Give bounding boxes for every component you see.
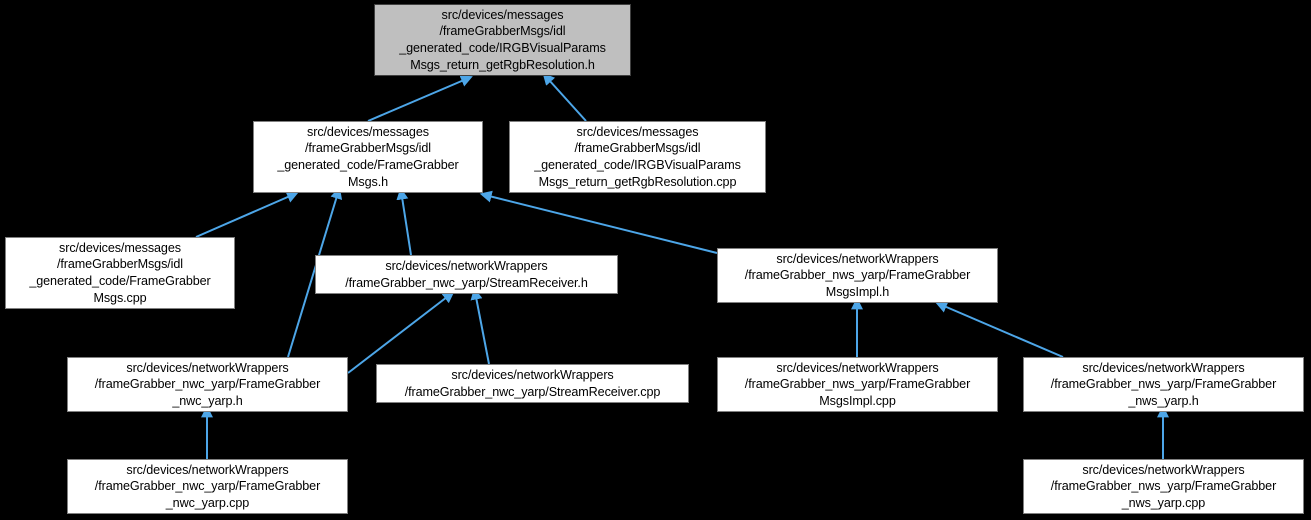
graph-node-label: src/devices/networkWrappers /frameGrabbe…	[404, 367, 661, 399]
graph-node-label: src/devices/networkWrappers /frameGrabbe…	[1050, 462, 1277, 510]
graph-edge-msgs_h-to-root	[367, 75, 473, 122]
graph-node-stream_h[interactable]: src/devices/networkWrappers /frameGrabbe…	[315, 255, 618, 294]
graph-edge-nwc_h-to-stream_h	[347, 291, 455, 374]
graph-node-label: src/devices/networkWrappers /frameGrabbe…	[345, 258, 588, 290]
graph-node-label: src/devices/networkWrappers /frameGrabbe…	[1050, 360, 1277, 408]
graph-node-label: src/devices/messages /frameGrabberMsgs/i…	[534, 124, 741, 189]
graph-node-msgs_h[interactable]: src/devices/messages /frameGrabberMsgs/i…	[253, 121, 483, 193]
graph-edge-rgb_cpp-to-root	[542, 72, 587, 122]
graph-node-nwc_h[interactable]: src/devices/networkWrappers /frameGrabbe…	[67, 357, 348, 412]
graph-edge-msgs_cpp-to-msgs_h	[195, 191, 299, 238]
graph-node-nwc_cpp[interactable]: src/devices/networkWrappers /frameGrabbe…	[67, 459, 348, 514]
graph-node-root[interactable]: src/devices/messages /frameGrabberMsgs/i…	[374, 4, 631, 76]
graph-edge-stream_cpp-to-stream_h	[470, 287, 490, 365]
graph-node-label: src/devices/networkWrappers /frameGrabbe…	[94, 462, 321, 510]
graph-node-label: src/devices/messages /frameGrabberMsgs/i…	[29, 240, 211, 305]
graph-node-label: src/devices/networkWrappers /frameGrabbe…	[744, 251, 971, 299]
graph-node-rgb_cpp[interactable]: src/devices/messages /frameGrabberMsgs/i…	[509, 121, 766, 193]
graph-edge-impl_h-to-msgs_h	[479, 190, 718, 254]
graph-node-nws_h[interactable]: src/devices/networkWrappers /frameGrabbe…	[1023, 357, 1304, 412]
graph-node-impl_h[interactable]: src/devices/networkWrappers /frameGrabbe…	[717, 248, 998, 303]
graph-node-label: src/devices/networkWrappers /frameGrabbe…	[94, 360, 321, 408]
graph-edge-stream_h-to-msgs_h	[396, 187, 412, 256]
graph-node-impl_cpp[interactable]: src/devices/networkWrappers /frameGrabbe…	[717, 357, 998, 412]
graph-node-label: src/devices/networkWrappers /frameGrabbe…	[744, 360, 971, 408]
graph-edge-nws_h-to-impl_h	[935, 301, 1064, 358]
graph-node-nws_cpp[interactable]: src/devices/networkWrappers /frameGrabbe…	[1023, 459, 1304, 514]
graph-node-label: src/devices/messages /frameGrabberMsgs/i…	[399, 7, 606, 72]
graph-node-msgs_cpp[interactable]: src/devices/messages /frameGrabberMsgs/i…	[5, 237, 235, 309]
graph-node-label: src/devices/messages /frameGrabberMsgs/i…	[277, 124, 459, 189]
graph-node-stream_cpp[interactable]: src/devices/networkWrappers /frameGrabbe…	[376, 364, 689, 403]
